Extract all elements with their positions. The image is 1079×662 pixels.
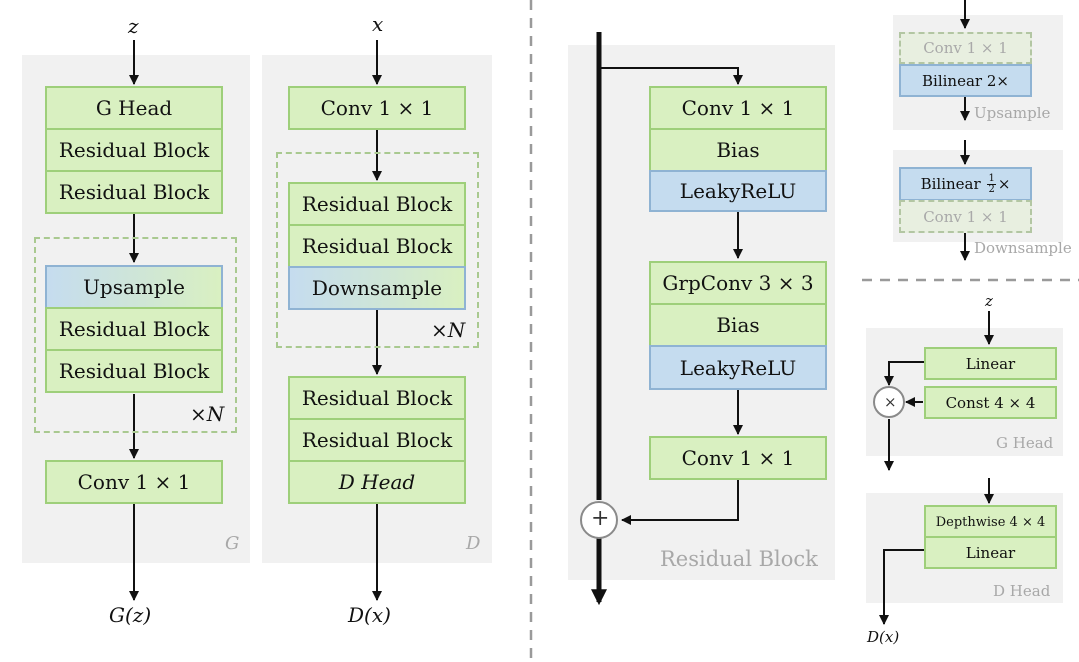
res-conv-block: Conv 1 × 1: [649, 436, 827, 480]
d-head-linear-label: Linear: [965, 543, 1016, 562]
res-conv-label: Conv 1 × 1: [681, 96, 795, 120]
res-conv-label: Conv 1 × 1: [681, 446, 795, 470]
residual-block: Residual Block: [288, 224, 466, 268]
g-head-const-block: Const 4 × 4: [924, 386, 1057, 419]
g-head-section-label: G Head: [996, 434, 1053, 452]
downsample-bilinear-suffix: ×: [997, 175, 1011, 193]
downsample-conv-block: Conv 1 × 1: [899, 200, 1032, 233]
res-bias-label: Bias: [716, 313, 760, 337]
residual-block: Residual Block: [45, 307, 223, 351]
d-repeat-group: [276, 152, 479, 348]
residual-block-label: Residual Block: [301, 428, 453, 452]
residual-panel-label: Residual Block: [660, 547, 818, 571]
g-panel-label: G: [225, 533, 240, 554]
upsample-bilinear-label: Bilinear 2×: [922, 71, 1009, 90]
residual-block: Residual Block: [45, 128, 223, 172]
downsample-block: Downsample: [288, 266, 466, 310]
d-head-output-label: D(x): [867, 628, 900, 646]
g-head-const-label: Const 4 × 4: [945, 393, 1036, 412]
fraction-denominator: 2: [988, 183, 995, 195]
residual-block-label: Residual Block: [58, 359, 210, 383]
downsample-bilinear-prefix: Bilinear: [920, 175, 986, 193]
residual-block: Residual Block: [45, 170, 223, 214]
g-head-text: G Head: [95, 96, 173, 120]
res-grpconv-block: GrpConv 3 × 3: [649, 261, 827, 305]
downsample-label: Downsample: [311, 276, 443, 300]
downsample-section-label: Downsample: [974, 239, 1072, 257]
res-bias-block: Bias: [649, 128, 827, 172]
d-head-block: D Head: [288, 460, 466, 504]
d-input-label: x: [372, 12, 384, 36]
res-bias-label: Bias: [716, 138, 760, 162]
upsample-label: Upsample: [83, 275, 185, 299]
g-repeat-label: ×N: [190, 402, 225, 426]
d-head-depthwise-block: Depthwise 4 × 4: [924, 505, 1057, 539]
g-head-linear-block: Linear: [924, 347, 1057, 380]
g-head-linear-label: Linear: [965, 354, 1016, 373]
half-fraction: 1 2: [987, 172, 996, 195]
fraction-numerator: 1: [987, 172, 996, 185]
d-conv-block: Conv 1 × 1: [288, 86, 466, 130]
d-conv-label: Conv 1 × 1: [320, 96, 434, 120]
upsample-bilinear-block: Bilinear 2×: [899, 64, 1032, 97]
downsample-bilinear-block: Bilinear 1 2 ×: [899, 167, 1032, 201]
d-head-linear-block: Linear: [924, 536, 1057, 569]
g-head-block: G Head: [45, 86, 223, 130]
g-head-section-text: G Head: [996, 434, 1054, 452]
g-input-label: z: [128, 14, 139, 38]
d-head-section-label: D Head: [993, 582, 1051, 600]
upsample-section-label: Upsample: [974, 104, 1051, 122]
sum-symbol: +: [591, 506, 610, 531]
residual-block-label: Residual Block: [301, 192, 453, 216]
g-conv-block: Conv 1 × 1: [45, 460, 223, 504]
res-leakyrelu-block: LeakyReLU: [649, 345, 827, 390]
residual-block-label: Residual Block: [58, 180, 210, 204]
residual-block: Residual Block: [288, 182, 466, 226]
residual-block: Residual Block: [288, 418, 466, 462]
upsample-block: Upsample: [45, 265, 223, 309]
downsample-conv-label: Conv 1 × 1: [923, 207, 1008, 226]
d-output-label: D(x): [348, 603, 391, 627]
res-leakyrelu-label: LeakyReLU: [679, 355, 797, 380]
res-leakyrelu-label: LeakyReLU: [679, 179, 797, 203]
d-head-text: D Head: [338, 470, 416, 494]
res-conv-block: Conv 1 × 1: [649, 86, 827, 130]
multiply-symbol: ×: [884, 393, 897, 411]
g-repeat-group: [34, 237, 237, 433]
residual-block-label: Residual Block: [301, 234, 453, 258]
d-repeat-label: ×N: [431, 318, 466, 342]
residual-block-label: Residual Block: [58, 317, 210, 341]
g-head-input-label: z: [985, 292, 993, 310]
upsample-conv-label: Conv 1 × 1: [923, 39, 1008, 57]
residual-block: Residual Block: [288, 376, 466, 420]
d-panel-label: D: [466, 533, 481, 554]
d-head-depthwise-label: Depthwise 4 × 4: [935, 514, 1046, 530]
res-bias-block: Bias: [649, 303, 827, 347]
g-conv-label: Conv 1 × 1: [77, 470, 191, 494]
residual-block: Residual Block: [45, 349, 223, 393]
res-leakyrelu-block: LeakyReLU: [649, 170, 827, 212]
residual-block-label: Residual Block: [58, 138, 210, 162]
res-grpconv-label: GrpConv 3 × 3: [662, 271, 814, 295]
residual-block-label: Residual Block: [301, 386, 453, 410]
upsample-conv-block: Conv 1 × 1: [899, 32, 1032, 64]
g-output-label: G(z): [109, 603, 152, 627]
